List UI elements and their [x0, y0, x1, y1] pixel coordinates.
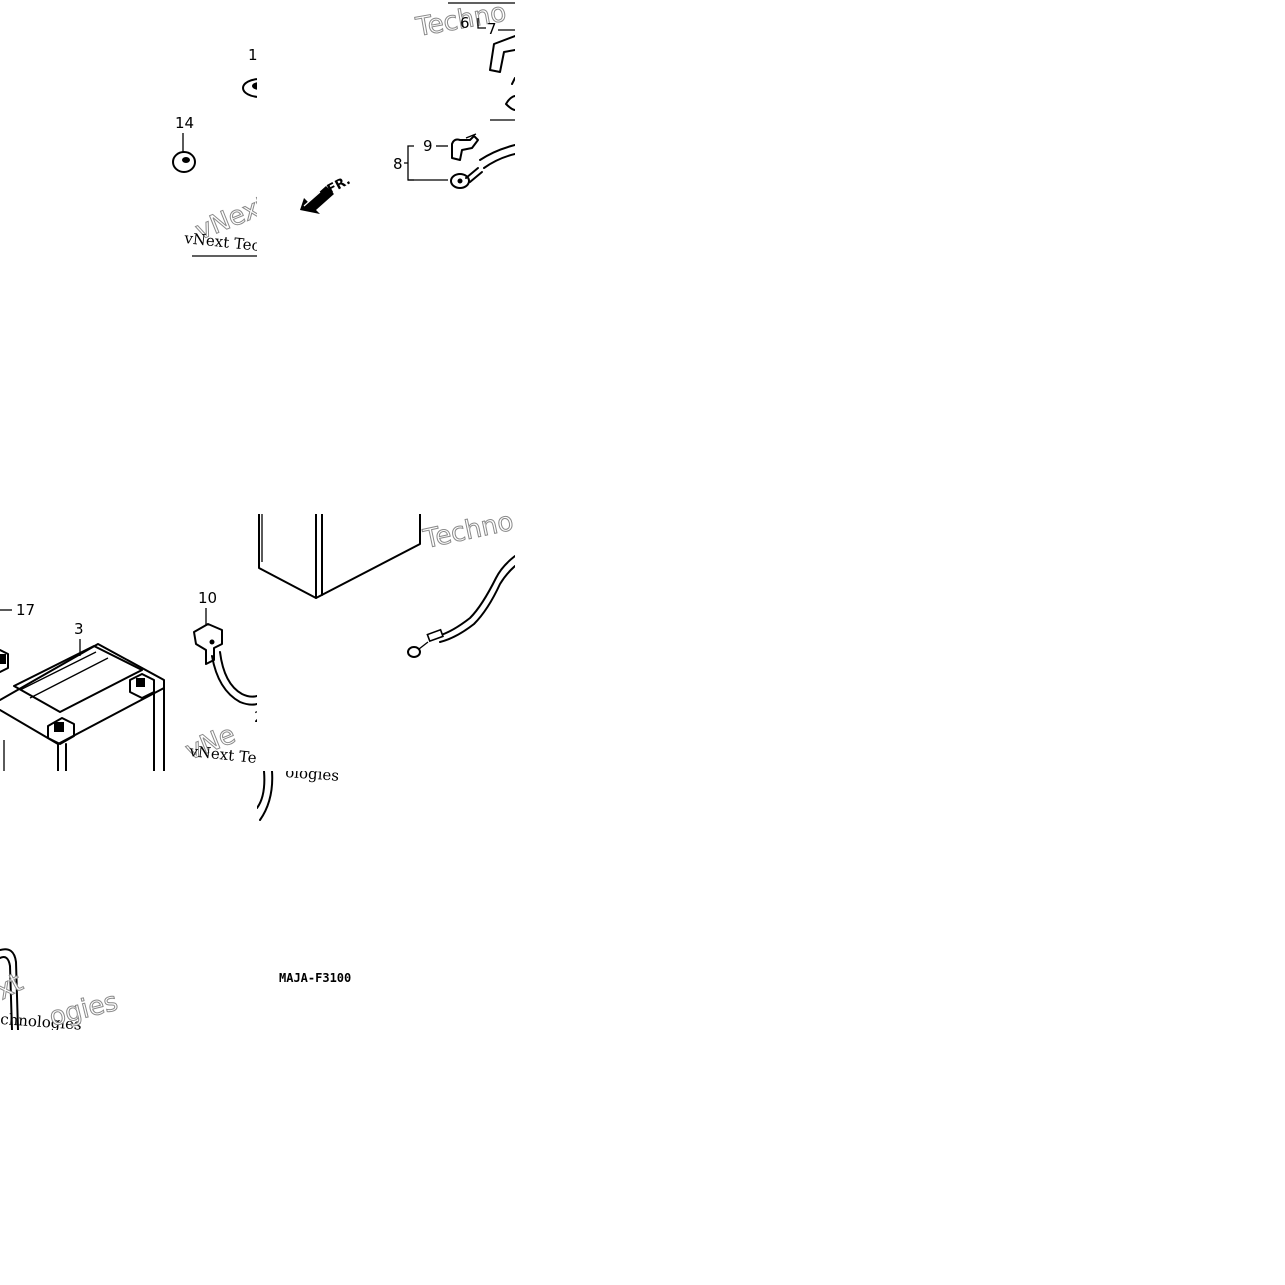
washer-part: [242, 78, 257, 98]
tile-bottom-sliver: ologies: [257, 763, 340, 821]
cable-bracket-part: [193, 623, 257, 706]
battery-case-corner: [258, 514, 421, 599]
partial-washer: [505, 95, 515, 111]
watermark-vnext-large: vNe: [181, 720, 239, 767]
callout-14a: 14: [248, 46, 267, 64]
callout-2: 2: [254, 708, 264, 726]
tile-top-left: 14 14 vNext Technologies vNext Tec: [172, 46, 435, 257]
diagram-code: MAJA-F3100: [279, 971, 351, 985]
callout-9: 9: [423, 137, 433, 155]
callout-3: 3: [74, 620, 84, 638]
watermark-chnologies: chnologies: [0, 1010, 82, 1034]
watermark-bl: vNext Tec: [188, 742, 266, 768]
tile-bottom-left: 17 3 10 11 2 vNe vNe: [0, 589, 275, 771]
tile-middle-right: Techno: [258, 507, 516, 658]
direction-label: FR.: [325, 173, 353, 198]
tile-bottom-strip: xt chnologies ogies: [0, 948, 121, 1034]
callout-11: 11: [256, 622, 275, 640]
watermark-large: vNext Technologies: [191, 125, 435, 247]
callout-6: 6: [460, 14, 470, 32]
watermark-crop: vNext Tec: [183, 229, 261, 255]
callout-14b: 14: [175, 114, 194, 132]
battery-part: [0, 643, 165, 771]
nut-part: [172, 151, 196, 173]
callout-7: 7: [487, 20, 497, 38]
bracket-part: [489, 35, 515, 73]
watermark-xt: xt: [0, 968, 28, 1007]
watermark-ogies: ogies: [46, 987, 120, 1033]
watermark-techno-mid: Techno: [420, 507, 516, 555]
callout-17: 17: [16, 601, 35, 619]
watermark-ologies: ologies: [285, 763, 340, 785]
battery-cable-part: [450, 144, 515, 189]
callout-8: 8: [393, 155, 403, 173]
callout-10: 10: [198, 589, 217, 607]
ground-cable-part: [407, 555, 515, 658]
front-direction-arrow-icon: [300, 186, 334, 214]
cable-loop-part: [0, 948, 19, 1030]
tile-top-right: Techno 6 7 9 8 FR.: [300, 0, 515, 214]
terminal-cap-part: [451, 133, 479, 161]
